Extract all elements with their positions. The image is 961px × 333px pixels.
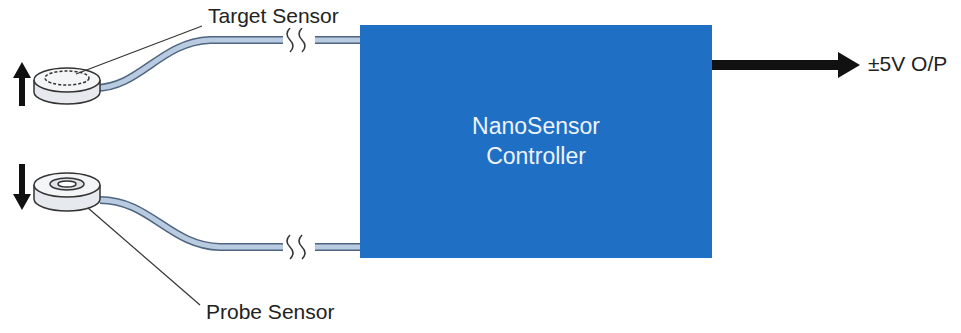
output-label: ±5V O/P: [866, 52, 949, 76]
controller-name: NanoSensor Controller: [451, 112, 621, 172]
output-arrow: [712, 52, 860, 78]
sensor-label: Target Sensor: [206, 4, 341, 28]
controller-box: NanoSensor Controller: [360, 25, 712, 258]
sensor-cables: [95, 28, 362, 259]
sensor-label: Probe Sensor: [204, 300, 336, 324]
leader-lines: [76, 26, 202, 305]
probe-sensor: [34, 173, 100, 211]
motion-arrows: [13, 62, 31, 210]
target-sensor: [34, 68, 100, 104]
